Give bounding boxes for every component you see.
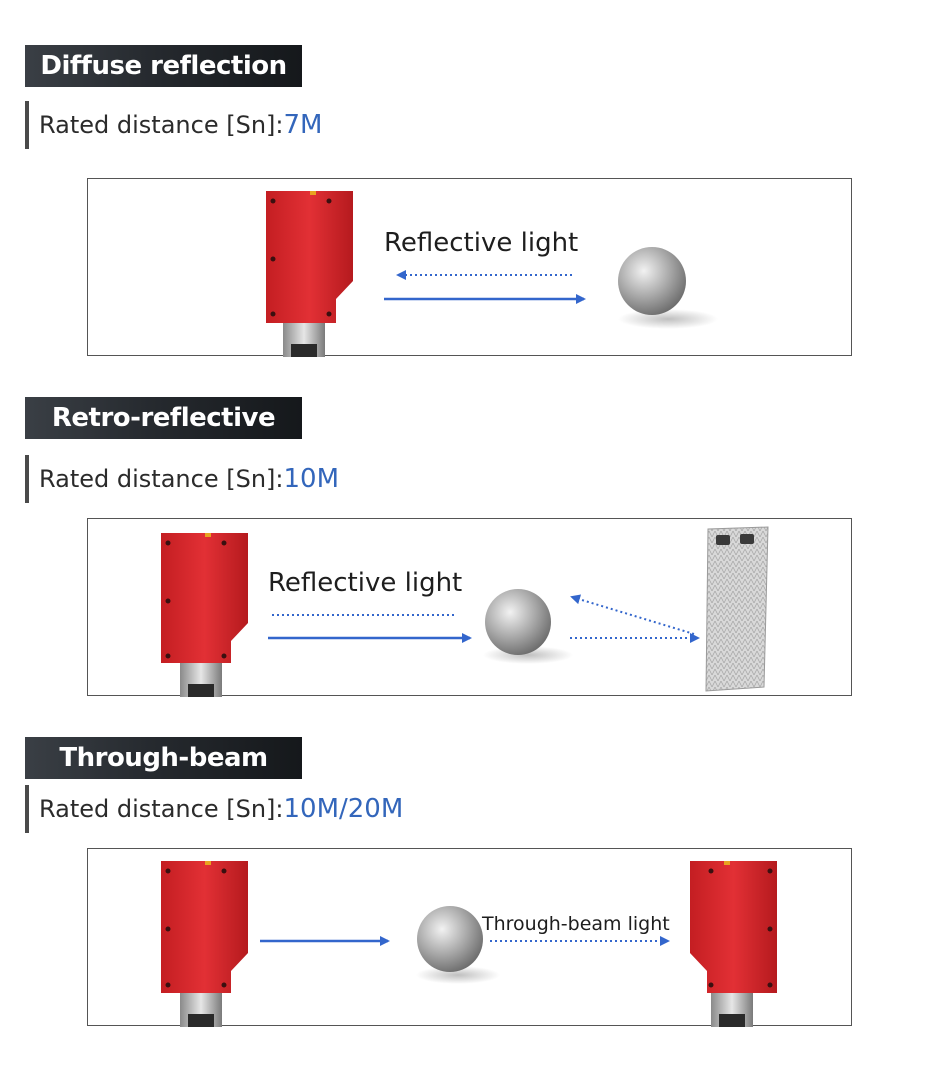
rated-value: 10M/20M: [283, 794, 404, 824]
rated-label: Rated distance [Sn]:: [39, 465, 284, 493]
sensor-icon: [266, 191, 353, 357]
rated-value: 7M: [283, 110, 323, 140]
target-ball-icon: [417, 906, 483, 972]
target-ball-icon: [485, 589, 551, 655]
return-arrow: [570, 594, 695, 635]
rated-distance-retro: Rated distance [Sn]:10M: [25, 455, 339, 503]
reflector-icon: [705, 526, 769, 692]
diagram-through: Through-beam light: [87, 848, 852, 1027]
receiver-sensor-icon: [690, 861, 777, 1027]
rated-value: 10M: [283, 464, 340, 494]
light-label: Reflective light: [268, 568, 462, 598]
rated-label: Rated distance [Sn]:: [39, 795, 284, 823]
section-title-retro: Retro-reflective: [25, 397, 302, 439]
rated-distance-through: Rated distance [Sn]:10M/20M: [25, 785, 403, 833]
section-title-through: Through-beam: [25, 737, 302, 779]
emitter-sensor-icon: [161, 861, 248, 1027]
section-title-diffuse: Diffuse reflection: [25, 45, 302, 87]
target-ball-icon: [618, 247, 686, 315]
sensor-icon: [161, 533, 248, 697]
light-label: Reflective light: [384, 228, 578, 258]
diagram-retro: Reflective light: [87, 518, 852, 697]
rated-label: Rated distance [Sn]:: [39, 111, 284, 139]
diagram-diffuse: Reflective light: [87, 178, 852, 357]
light-label: Through-beam light: [481, 913, 670, 935]
rated-distance-diffuse: Rated distance [Sn]:7M: [25, 101, 322, 149]
